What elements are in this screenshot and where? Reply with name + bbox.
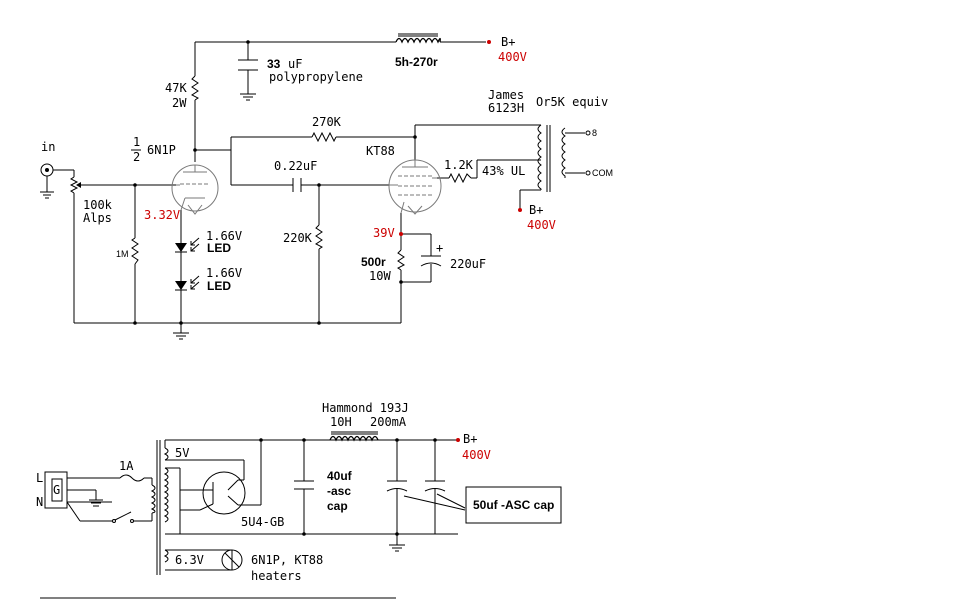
input-jack	[40, 163, 54, 199]
label-rectifier: 5U4-GB	[241, 515, 284, 529]
label-first-cap-type: -asc	[327, 484, 351, 498]
label-heaters-tubes: 6N1P, KT88	[251, 553, 323, 567]
top-choke-symbol	[395, 33, 491, 44]
feedback-resistor-symbol	[311, 131, 337, 143]
rectifier-tube	[199, 471, 246, 515]
label-bplus-ot-v: 400V	[527, 218, 556, 232]
label-led1-v: 1.66V	[206, 229, 242, 243]
amp-wires	[53, 41, 585, 333]
label-grid-stopper: 1.2K	[444, 158, 474, 172]
label-plate-resistor: 47K	[165, 81, 187, 95]
grid-resistor-symbol	[131, 237, 139, 265]
led-1	[175, 237, 200, 253]
label-psu-choke-henry: 10H	[330, 415, 352, 429]
label-input: in	[41, 140, 55, 154]
label-psu-choke-current: 200mA	[370, 415, 407, 429]
label-tap-com: COM	[592, 168, 613, 178]
label-mains-n: N	[36, 495, 43, 509]
psu-choke-symbol	[329, 431, 379, 442]
label-plate-watts: 2W	[172, 96, 187, 110]
label-output-grid-resistor: 220K	[283, 231, 313, 245]
label-mains-g: G	[53, 483, 60, 497]
label-fuse: 1A	[119, 459, 134, 473]
output-tube	[388, 159, 442, 215]
label-driver-cathode-v: 3.32V	[144, 208, 180, 222]
coupling-cap-symbol	[292, 178, 302, 192]
output-transformer	[518, 124, 591, 212]
label-led1: LED	[207, 241, 231, 255]
label-half-den: 2	[133, 150, 140, 164]
label-bplus-ot: B+	[529, 203, 543, 217]
label-cathode-watts: 10W	[369, 269, 391, 283]
label-transformer-equiv: Or5K equiv	[536, 95, 608, 109]
label-pot-value: 100k	[83, 198, 113, 212]
label-winding-6v3: 6.3V	[175, 553, 204, 567]
label-led2: LED	[207, 279, 231, 293]
grid-stopper-symbol	[448, 172, 472, 184]
psu-caps	[294, 480, 466, 511]
heater-lamp	[221, 549, 243, 571]
amp-ground	[173, 332, 189, 340]
labels: in 100k Alps 1M 1 2 6N1P 3.32V 1.66V LED…	[36, 35, 613, 583]
label-transformer-model: 6123H	[488, 101, 524, 115]
label-cathode-resistor: 500r	[361, 255, 386, 269]
label-first-cap-value: 40uf	[327, 469, 353, 483]
volume-pot	[69, 176, 86, 194]
label-grid-resistor: 1M	[116, 249, 129, 259]
label-first-cap-word: cap	[327, 499, 348, 513]
callout-box	[465, 486, 562, 524]
label-pot-brand: Alps	[83, 211, 112, 225]
output-cathode-network	[397, 232, 442, 271]
power-transformer	[150, 440, 169, 575]
label-cathode-cap-polarity: +	[436, 241, 443, 255]
label-mains-l: L	[36, 471, 43, 485]
led-2	[175, 275, 200, 291]
label-psu-choke-model: Hammond 193J	[322, 401, 409, 415]
label-cathode-cap: 220uF	[450, 257, 486, 271]
label-bplus-top-v: 400V	[498, 50, 527, 64]
output-grid-resistor-symbol	[315, 224, 323, 250]
amp-junctions	[133, 40, 417, 325]
label-half-num: 1	[133, 135, 140, 149]
label-coupling-cap: 0.22uF	[274, 159, 317, 173]
label-feedback-resistor: 270K	[312, 115, 342, 129]
label-bypass-unit: uF	[288, 57, 302, 71]
bypass-cap-symbol	[238, 59, 258, 101]
label-led2-v: 1.66V	[206, 266, 242, 280]
label-bypass-value: 33	[267, 57, 281, 71]
psu-secondary-wiring	[164, 438, 460, 571]
label-output-tube: KT88	[366, 144, 395, 158]
label-top-choke: 5h-270r	[395, 55, 438, 69]
label-tap-8: 8	[592, 128, 597, 138]
label-output-cathode-v: 39V	[373, 226, 395, 240]
label-transformer-brand: James	[488, 88, 524, 102]
label-winding-5v: 5V	[175, 446, 189, 460]
label-heaters: heaters	[251, 569, 302, 583]
label-bypass-type: polypropylene	[269, 70, 363, 84]
plate-resistor-symbol	[191, 75, 199, 101]
psu-wires	[44, 471, 153, 523]
label-psu-bplus: B+	[463, 432, 477, 446]
label-ul-tap: 43% UL	[482, 164, 525, 178]
label-callout: 50uf -ASC cap	[473, 498, 554, 512]
label-psu-bplus-v: 400V	[462, 448, 491, 462]
label-bplus-top: B+	[501, 35, 515, 49]
driver-tube	[171, 164, 219, 215]
label-driver-tube: 6N1P	[147, 143, 176, 157]
